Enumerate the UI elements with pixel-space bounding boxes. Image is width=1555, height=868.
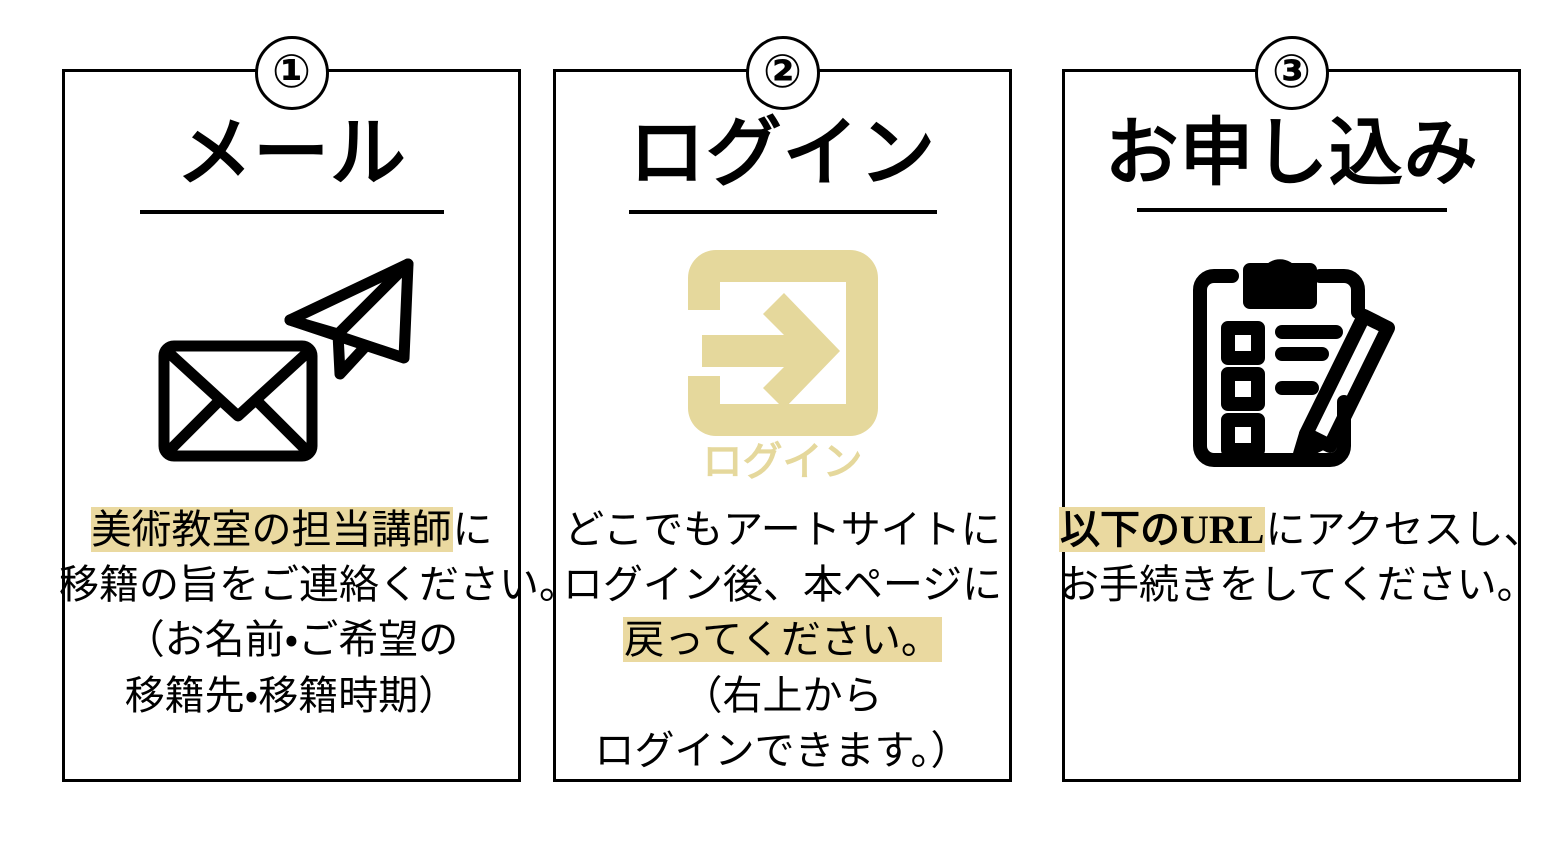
body-line: （お名前・ご希望の bbox=[59, 612, 524, 667]
step-number-badge-2: ② bbox=[745, 36, 820, 110]
clipboard-pencil-icon bbox=[1188, 250, 1396, 472]
highlight-text: 戻ってください。 bbox=[623, 617, 942, 663]
step-card-1: ① メール bbox=[59, 36, 579, 782]
card-top-rule-left bbox=[1062, 69, 1258, 72]
body-line: お手続きをしてください。 bbox=[1059, 557, 1537, 612]
body-text: （お名前・ご希望の bbox=[124, 617, 459, 663]
body-line: 移籍の旨をご連絡ください。 bbox=[59, 557, 579, 612]
icon-area-1 bbox=[65, 250, 518, 490]
body-line: 美術教室の担当講師に bbox=[59, 502, 524, 557]
card-body-3: 以下のURLにアクセスし、 お手続きをしてください。 bbox=[1059, 502, 1543, 612]
card-title-block-1: メール bbox=[65, 114, 518, 214]
body-text: 移籍先・移籍時期） bbox=[124, 672, 459, 718]
card-body-2: どこでもアートサイトに ログイン後、本ページに 戻ってください。 （右上から ロ… bbox=[550, 502, 1015, 778]
card-top-rule-left bbox=[553, 69, 749, 72]
icon-area-2: ログイン bbox=[556, 250, 1009, 490]
envelope-paper-plane-icon bbox=[142, 250, 442, 480]
body-line: 以下のURLにアクセスし、 bbox=[1059, 502, 1543, 557]
login-icon-label: ログイン bbox=[702, 440, 863, 484]
card-top-rule-right bbox=[1325, 69, 1521, 72]
icon-area-3 bbox=[1065, 250, 1518, 490]
card-body-1: 美術教室の担当講師に 移籍の旨をご連絡ください。 （お名前・ご希望の 移籍先・移… bbox=[59, 502, 579, 723]
body-text: どこでもアートサイトに bbox=[564, 507, 1001, 552]
body-text: 移籍の旨をご連絡ください。 bbox=[59, 562, 579, 608]
card-title-1: メール bbox=[176, 111, 407, 196]
card-top-rule-right bbox=[816, 69, 1012, 72]
step-number-badge-3: ③ bbox=[1254, 36, 1329, 110]
highlight-text: 美術教室の担当講師 bbox=[90, 507, 453, 552]
card-title-2: ログイン bbox=[628, 111, 937, 196]
body-line: どこでもアートサイトに bbox=[550, 502, 1015, 557]
step-number-1: ① bbox=[272, 45, 311, 97]
body-line: 戻ってください。 bbox=[550, 612, 1015, 667]
body-line: 移籍先・移籍時期） bbox=[59, 668, 524, 723]
step-number-3: ③ bbox=[1272, 45, 1311, 97]
body-text: にアクセスし、 bbox=[1265, 507, 1544, 552]
title-underline-3 bbox=[1136, 207, 1447, 212]
step-card-2: ② ログイン ログイン どこでもアートサイトに ログイン後、本ページに 戻ってく… bbox=[550, 36, 1015, 782]
card-title-block-2: ログイン bbox=[556, 114, 1009, 214]
body-line: （右上から bbox=[550, 668, 1015, 723]
step-card-3: ③ お申し込み bbox=[1059, 36, 1543, 782]
body-text: に bbox=[452, 507, 493, 552]
body-text: ログイン後、本ページに bbox=[562, 562, 1003, 608]
card-top-rule-left bbox=[62, 69, 258, 72]
card-top-rule-right bbox=[325, 69, 521, 72]
body-line: ログイン後、本ページに bbox=[550, 557, 1015, 612]
login-arrow-icon bbox=[687, 250, 878, 436]
body-text: ログインできます。） bbox=[594, 727, 971, 773]
body-text: お手続きをしてください。 bbox=[1059, 562, 1537, 608]
title-underline-1 bbox=[139, 209, 444, 214]
title-underline-2 bbox=[628, 209, 937, 214]
body-text: （右上から bbox=[682, 672, 883, 718]
step-number-2: ② bbox=[763, 45, 802, 97]
highlight-text: 以下のURL bbox=[1059, 507, 1266, 552]
card-title-block-3: お申し込み bbox=[1065, 114, 1518, 212]
card-title-3: お申し込み bbox=[1104, 111, 1479, 194]
step-number-badge-1: ① bbox=[254, 36, 329, 110]
body-line: ログインできます。） bbox=[550, 723, 1015, 778]
